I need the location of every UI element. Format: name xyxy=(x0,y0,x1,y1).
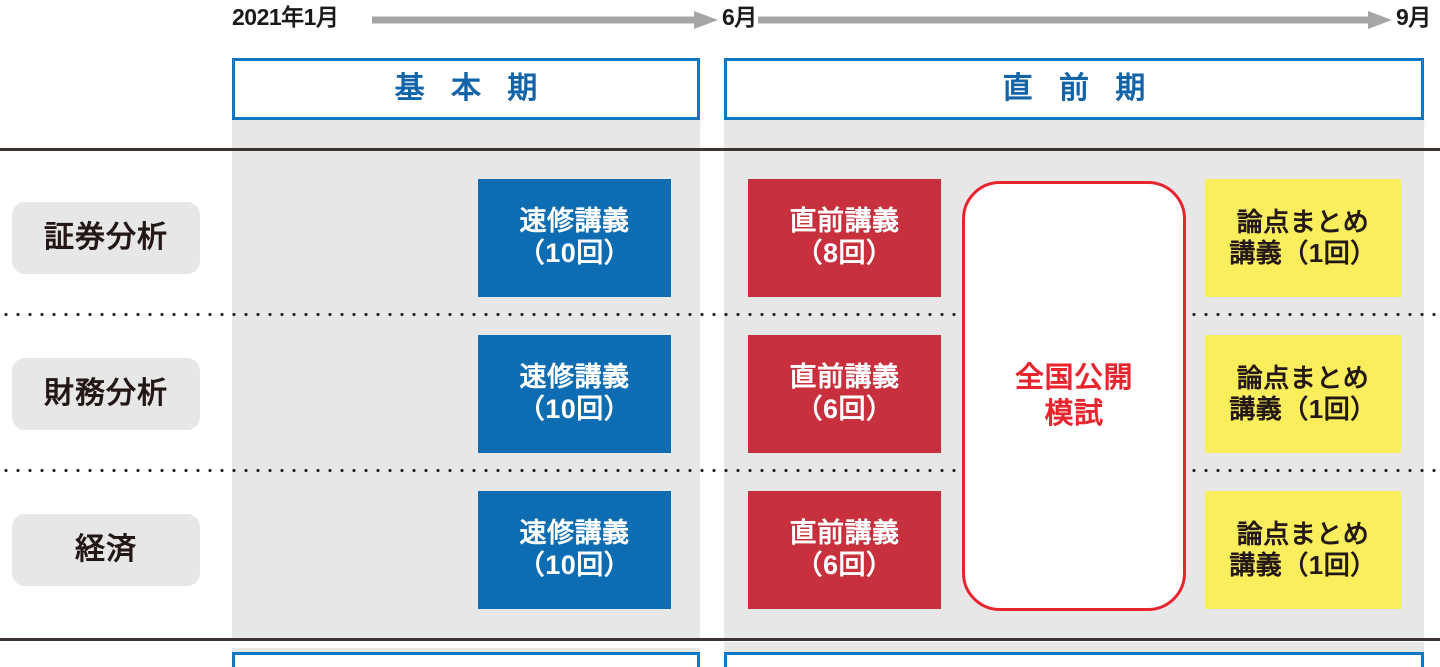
divider-top xyxy=(0,148,1440,151)
subject-label: 証券分析 xyxy=(44,221,168,254)
course-chip-line2: （10回） xyxy=(517,550,632,580)
subject-label: 経済 xyxy=(75,533,137,566)
subject-label: 財務分析 xyxy=(44,377,168,410)
course-chip-line1: 速修講義 xyxy=(519,362,630,393)
timeline-start-label: 2021年1月 xyxy=(232,4,339,30)
course-chip-final-row2: 直前講義 （6回） xyxy=(748,491,941,609)
timeline-mid-label: 6月 xyxy=(722,4,757,30)
course-chip-line1: 論点まとめ xyxy=(1236,363,1370,394)
course-chip-line2: （10回） xyxy=(517,238,632,268)
course-chip-line2: （6回） xyxy=(795,550,894,580)
subject-pill-zaimu-bunseki: 財務分析 xyxy=(12,358,200,430)
timeline-arrow-first xyxy=(372,11,718,29)
course-chip-line2: （8回） xyxy=(795,238,894,268)
course-chip-basic-row0: 速修講義 （10回） xyxy=(478,179,671,297)
course-chip-line1: 直前講義 xyxy=(789,518,900,549)
course-chip-summary-row0: 論点まとめ 講義（1回） xyxy=(1205,179,1401,297)
course-chip-line1: 論点まとめ xyxy=(1236,519,1370,550)
course-chip-line1: 速修講義 xyxy=(519,206,630,237)
timeline-end-label: 9月 xyxy=(1396,4,1431,30)
course-chip-final-row0: 直前講義 （8回） xyxy=(748,179,941,297)
mock-exam-line2: 模試 xyxy=(1044,398,1104,430)
timeline-arrow-second xyxy=(758,11,1392,29)
course-chip-summary-row2: 論点まとめ 講義（1回） xyxy=(1205,491,1401,609)
divider-row-2 xyxy=(0,468,1440,473)
course-chip-summary-row1: 論点まとめ 講義（1回） xyxy=(1205,335,1401,453)
mock-exam-box: 全国公開 模試 xyxy=(962,181,1186,611)
course-chip-basic-row1: 速修講義 （10回） xyxy=(478,335,671,453)
mock-exam-label: 全国公開 模試 xyxy=(1015,360,1133,433)
subject-pill-keizai: 経済 xyxy=(12,514,200,586)
period-header-final: 直 前 期 xyxy=(724,58,1424,120)
course-chip-final-row1: 直前講義 （6回） xyxy=(748,335,941,453)
period-label-basic: 基 本 期 xyxy=(394,72,547,105)
course-chip-basic-row2: 速修講義 （10回） xyxy=(478,491,671,609)
course-chip-line1: 速修講義 xyxy=(519,518,630,549)
divider-row-1 xyxy=(0,312,1440,317)
period-header-basic-next xyxy=(232,652,700,667)
period-header-basic: 基 本 期 xyxy=(232,58,700,120)
course-chip-line2: 講義（1回） xyxy=(1229,550,1377,580)
period-header-final-next xyxy=(724,652,1424,667)
divider-bottom xyxy=(0,638,1440,641)
course-chip-line2: （6回） xyxy=(795,394,894,424)
timeline-axis: 2021年1月 6月 9月 xyxy=(0,0,1440,40)
course-chip-line2: （10回） xyxy=(517,394,632,424)
course-chip-line1: 直前講義 xyxy=(789,362,900,393)
mock-exam-line1: 全国公開 xyxy=(1014,361,1133,394)
period-label-final: 直 前 期 xyxy=(1002,72,1155,105)
course-chip-line2: 講義（1回） xyxy=(1229,394,1377,424)
course-chip-line1: 論点まとめ xyxy=(1236,207,1370,238)
subject-pill-shoken-bunseki: 証券分析 xyxy=(12,202,200,274)
course-chip-line2: 講義（1回） xyxy=(1229,238,1377,268)
course-chip-line1: 直前講義 xyxy=(789,206,900,237)
